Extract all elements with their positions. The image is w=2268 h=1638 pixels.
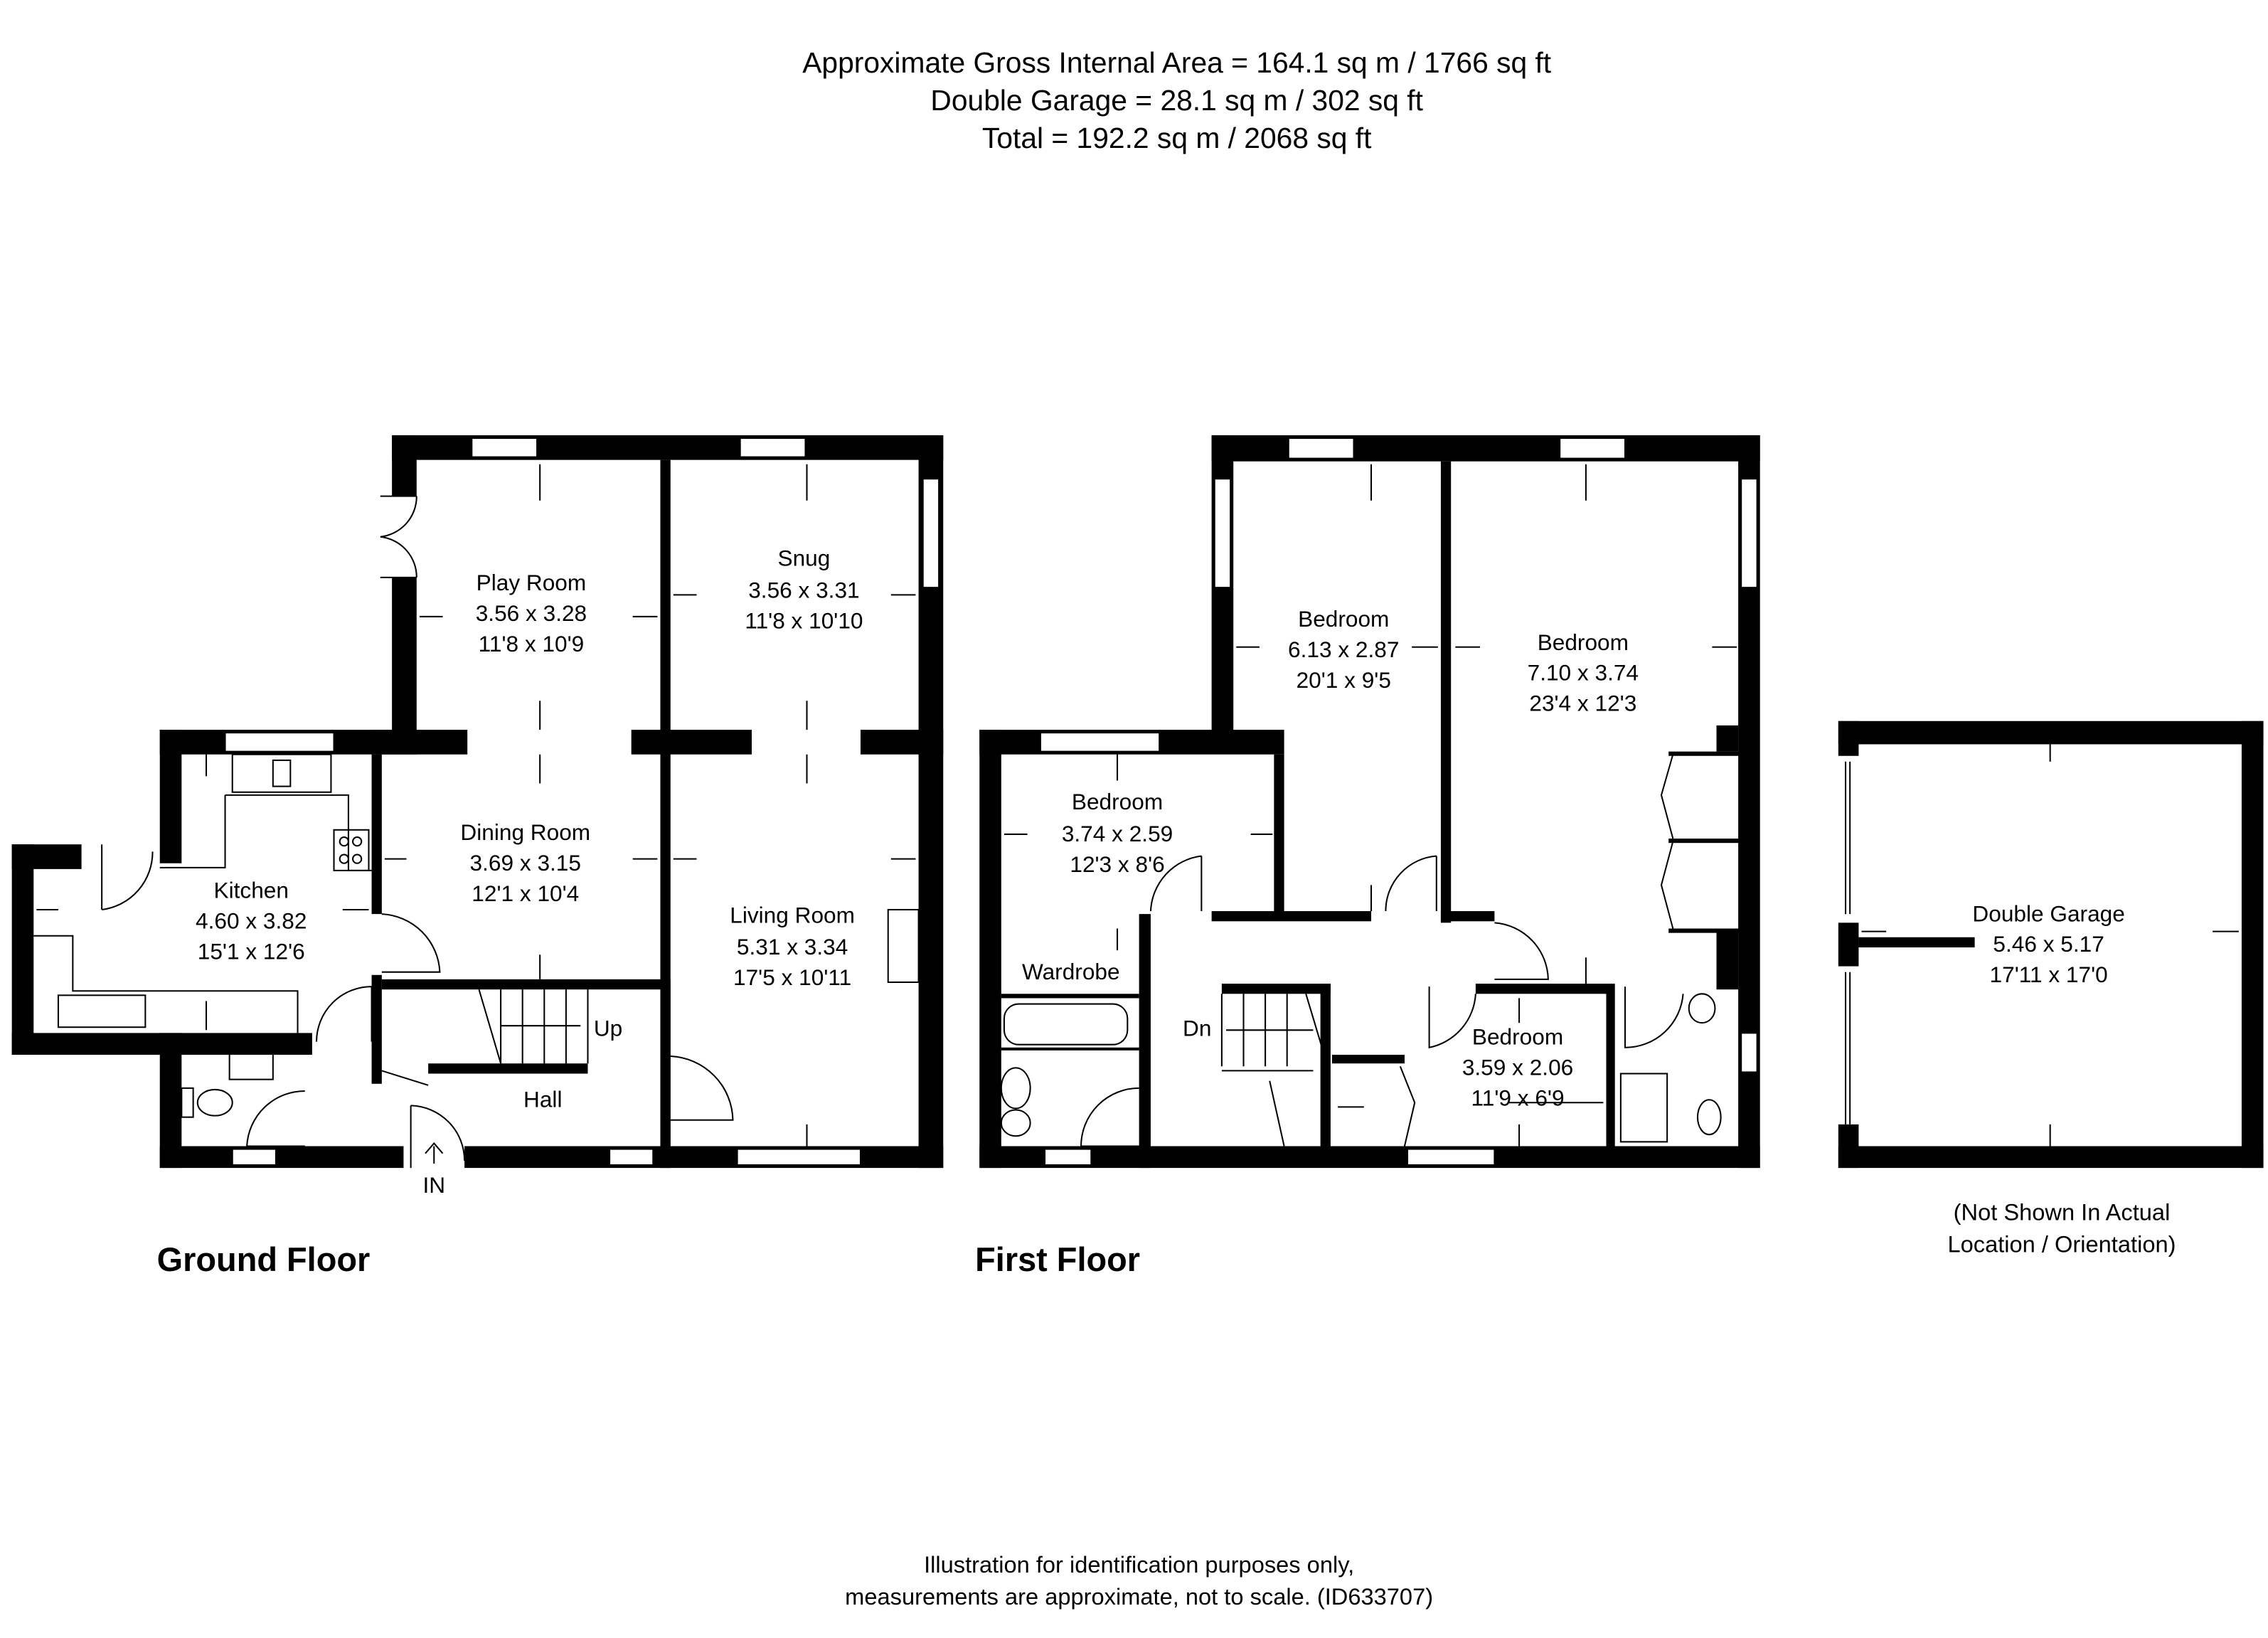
dining-room-imperial: 12'1 x 10'4 [472,881,579,906]
bedroom-c-name: Bedroom [1072,789,1163,814]
ground-floor-label: Ground Floor [157,1241,371,1278]
dimension-arrows [1003,464,1737,1147]
disclaimer-line2: measurements are approximate, not to sca… [845,1583,1433,1610]
living-room-name: Living Room [730,902,855,927]
entrance-label: IN [422,1172,445,1198]
living-room-imperial: 17'5 x 10'11 [733,964,851,990]
bedroom-d-imperial: 11'9 x 6'9 [1471,1085,1565,1110]
snug-metric: 3.56 x 3.31 [748,577,859,602]
bedroom-b-name: Bedroom [1538,629,1629,655]
stairs-up-label: Up [594,1015,622,1041]
stairs-down [1220,994,1329,1072]
living-room-metric: 5.31 x 3.34 [737,934,848,959]
room-labels: Play Room 3.56 x 3.28 11'8 x 10'9 Snug 3… [196,546,863,1198]
bedroom-a-metric: 6.13 x 2.87 [1288,637,1399,662]
ground-floor-plan: Play Room 3.56 x 3.28 11'8 x 10'9 Snug 3… [11,435,944,1278]
bathroom-fixtures [1000,993,1722,1143]
doors [1080,754,1684,1147]
garage-metric: 5.46 x 5.17 [1993,931,2104,957]
snug-name: Snug [778,546,831,571]
garage-plan: Double Garage 5.46 x 5.17 17'11 x 17'0 (… [1838,720,2264,1257]
garage-note-line2: Location / Orientation) [1947,1230,2176,1257]
garage-name: Double Garage [1972,900,2124,926]
snug-imperial: 11'8 x 10'10 [745,607,863,633]
kitchen-name: Kitchen [214,878,289,903]
play-room-name: Play Room [477,570,587,595]
garage-note-line1: (Not Shown In Actual [1954,1199,2171,1225]
garage-area: Double Garage = 28.1 sq m / 302 sq ft [930,84,1423,117]
total-area: Total = 192.2 sq m / 2068 sq ft [982,122,1372,154]
bedroom-d-name: Bedroom [1472,1024,1563,1050]
dining-room-name: Dining Room [460,819,590,845]
hall-name: Hall [523,1086,562,1112]
play-room-imperial: 11'8 x 10'9 [479,631,585,656]
first-floor-label: First Floor [975,1241,1140,1278]
bedroom-b-imperial: 23'4 x 12'3 [1529,691,1636,716]
windows [224,437,940,1166]
bedroom-c-imperial: 12'3 x 8'6 [1070,851,1164,877]
bedroom-c-metric: 3.74 x 2.59 [1062,821,1173,846]
garage-imperial: 17'11 x 17'0 [1990,962,2108,987]
disclaimer: Illustration for identification purposes… [845,1551,1433,1610]
stairs-up [478,989,589,1064]
play-room-metric: 3.56 x 3.28 [476,600,587,626]
bedroom-a-imperial: 20'1 x 9'5 [1297,667,1391,693]
dimension-arrows [36,464,916,1164]
windows [1039,437,1758,1166]
wardrobe-label: Wardrobe [1022,959,1120,984]
room-labels: Bedroom 6.13 x 2.87 20'1 x 9'5 Bedroom 7… [1022,606,1639,1110]
area-header: Approximate Gross Internal Area = 164.1 … [802,46,1552,154]
kitchen-fixtures [33,753,920,1118]
disclaimer-line1: Illustration for identification purposes… [924,1551,1354,1578]
dining-room-metric: 3.69 x 3.15 [470,850,581,876]
kitchen-imperial: 15'1 x 12'6 [198,938,305,964]
gross-internal-area: Approximate Gross Internal Area = 164.1 … [802,46,1552,79]
bedroom-d-metric: 3.59 x 2.06 [1462,1055,1573,1080]
bedroom-b-metric: 7.10 x 3.74 [1528,660,1639,686]
kitchen-metric: 4.60 x 3.82 [196,908,307,934]
doors [101,495,734,1169]
stairs-down-label: Dn [1183,1015,1211,1041]
first-floor-plan: Bedroom 6.13 x 2.87 20'1 x 9'5 Bedroom 7… [975,435,1760,1278]
bedroom-a-name: Bedroom [1298,606,1389,632]
